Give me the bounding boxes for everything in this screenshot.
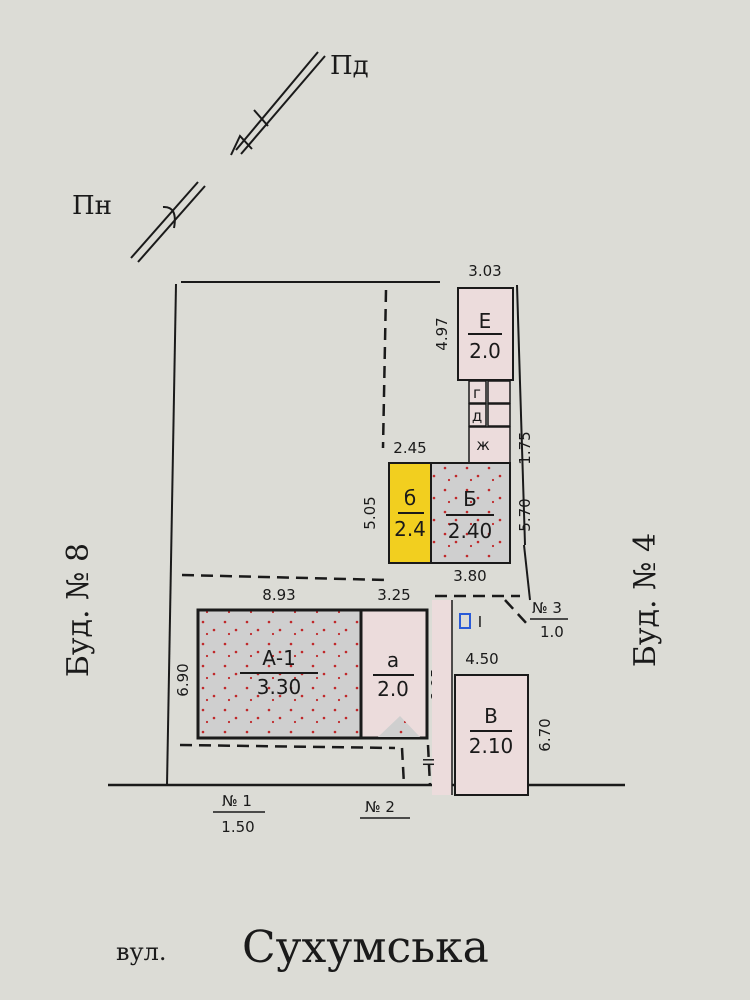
marker-n1: № 1 xyxy=(222,792,252,810)
marker-n2: № 2 xyxy=(365,798,395,816)
marker-roman-I: I xyxy=(478,613,482,631)
building-B-letter: Б xyxy=(463,487,477,511)
structure-d-label: д xyxy=(472,407,482,425)
street-name: Сухумська xyxy=(242,922,489,973)
compass-south-label: Пд xyxy=(330,51,369,81)
structure-g xyxy=(468,380,487,404)
compass-arrow-line-2 xyxy=(240,55,326,155)
building-b-small-height: 2.4 xyxy=(394,517,426,541)
neighbor-left-label: Буд. № 8 xyxy=(61,543,96,677)
building-A-width: 6.90 xyxy=(174,663,192,696)
marker-roman-II: II xyxy=(420,758,438,767)
compass-tail-mark xyxy=(162,205,176,229)
plot-boundary xyxy=(108,281,625,787)
building-E-length: 3.03 xyxy=(468,262,501,280)
building-b-small-letter: б xyxy=(404,486,416,510)
gate-width-1-50: 1.50 xyxy=(221,818,254,836)
building-B-length: 3.80 xyxy=(453,567,486,585)
compass-arrow-head xyxy=(230,134,253,156)
building-E-height: 2.0 xyxy=(469,339,501,363)
structure-d xyxy=(468,403,487,427)
building-a-dotted-corner xyxy=(378,716,420,737)
building-V-height: 2.10 xyxy=(469,734,514,758)
compass xyxy=(130,51,326,263)
structure-g-right xyxy=(487,380,511,404)
structure-g-label: г xyxy=(473,384,481,402)
building-V-length: 4.50 xyxy=(465,650,498,668)
passage-strip xyxy=(432,600,452,795)
building-A-letter: А-1 xyxy=(262,646,296,670)
building-V-width: 6.70 xyxy=(536,718,554,751)
street-prefix: вул. xyxy=(116,938,167,966)
neighbor-right-label: Буд. № 4 xyxy=(628,533,663,667)
compass-north-label: Пн xyxy=(72,191,112,221)
building-V xyxy=(454,674,529,796)
marker-n3-value: 1.0 xyxy=(540,623,564,641)
structure-zh-label: ж xyxy=(476,436,490,454)
building-V-letter: В xyxy=(484,704,498,728)
dim-1-75: 1.75 xyxy=(516,431,534,464)
building-b-small-length: 2.45 xyxy=(393,439,426,457)
compass-tick xyxy=(253,109,269,127)
building-E-letter: Е xyxy=(479,309,492,333)
building-E-width: 4.97 xyxy=(433,317,451,350)
building-B-height: 2.40 xyxy=(448,519,493,543)
compass-tail-line-2 xyxy=(137,185,206,263)
structure-zh xyxy=(468,426,511,464)
compass-arrow-line-1 xyxy=(235,51,319,151)
compass-tail-line-1 xyxy=(130,181,199,259)
building-b-small-width: 5.05 xyxy=(361,496,379,529)
building-B-width: 5.70 xyxy=(516,498,534,531)
dashed-lines xyxy=(179,289,529,786)
building-A-height: 3.30 xyxy=(257,675,302,699)
building-B xyxy=(430,462,511,564)
marker-n3: № 3 xyxy=(532,599,562,617)
building-a-length: 3.25 xyxy=(377,586,410,604)
building-a-height: 2.0 xyxy=(377,677,409,701)
building-a-letter: а xyxy=(387,648,399,672)
building-A-length: 8.93 xyxy=(262,586,295,604)
structure-d-right xyxy=(487,403,511,427)
entrance-I-symbol xyxy=(459,613,471,629)
